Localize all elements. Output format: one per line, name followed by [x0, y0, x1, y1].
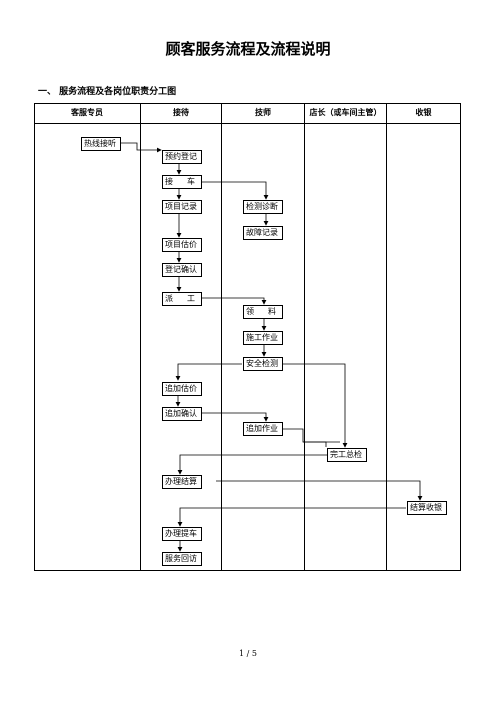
column-header-customer-service: 客服专员: [71, 108, 103, 117]
table-border: [34, 103, 461, 571]
node-final-inspection: 完工总检: [327, 448, 367, 462]
node-extra-estimate: 追加估价: [162, 382, 202, 396]
node-registration-confirm: 登记确认: [162, 263, 202, 277]
arrow-safety-extraestimate: [175, 363, 242, 381]
column-header-reception: 接待: [173, 108, 189, 117]
node-pickup-char-1: 接: [165, 177, 173, 186]
column-header-technician: 技师: [255, 108, 271, 117]
node-safety-check: 安全检测: [243, 357, 283, 371]
node-pickup: 接车: [162, 175, 202, 189]
document-title: 顾客服务流程及流程说明: [165, 40, 331, 58]
node-dispatch: 派工: [162, 292, 202, 306]
node-cashier-settle: 结算收银: [407, 501, 447, 515]
column-header-cashier: 收银: [415, 108, 432, 117]
node-booking: 预约登记: [162, 150, 202, 164]
page-number: 1 / 5: [239, 649, 257, 658]
node-pickup-char-2: 车: [187, 177, 195, 186]
section-heading: 一、 服务流程及各岗位职责分工图: [38, 87, 177, 97]
node-parts-char-1: 领: [246, 307, 254, 316]
arrow-safety-final: [282, 363, 348, 448]
node-fault-record: 故障记录: [243, 226, 283, 240]
node-extra-confirm: 追加确认: [162, 407, 202, 421]
node-extra-work: 追加作业: [243, 422, 283, 436]
node-vehicle-pickup: 办理提车: [162, 527, 202, 541]
arrow-settlement-cashier: [216, 480, 423, 501]
arrow-extraconfirm-work: [199, 412, 269, 422]
node-item-estimate: 项目估价: [162, 238, 202, 252]
column-header-manager: 店长（或车间主管）: [309, 108, 382, 117]
node-dispatch-char-1: 派: [165, 294, 173, 303]
arrow-cashier-pickup: [177, 507, 406, 527]
node-inspection: 检测诊断: [243, 200, 283, 214]
node-dispatch-char-2: 工: [187, 294, 195, 303]
node-hotline: 热线接听: [81, 137, 121, 151]
arrow-pickup-inspection: [199, 181, 269, 200]
node-parts: 领料: [243, 305, 283, 319]
arrow-hotline-booking: [119, 142, 162, 153]
arrow-dispatch-parts: [199, 297, 267, 305]
node-construction: 施工作业: [243, 331, 283, 345]
node-followup: 服务回访: [162, 552, 202, 566]
node-parts-char-2: 料: [268, 307, 276, 316]
arrow-final-settlement: [177, 454, 327, 475]
node-settlement: 办理结算: [162, 475, 202, 489]
node-item-record: 项目记录: [162, 200, 202, 214]
